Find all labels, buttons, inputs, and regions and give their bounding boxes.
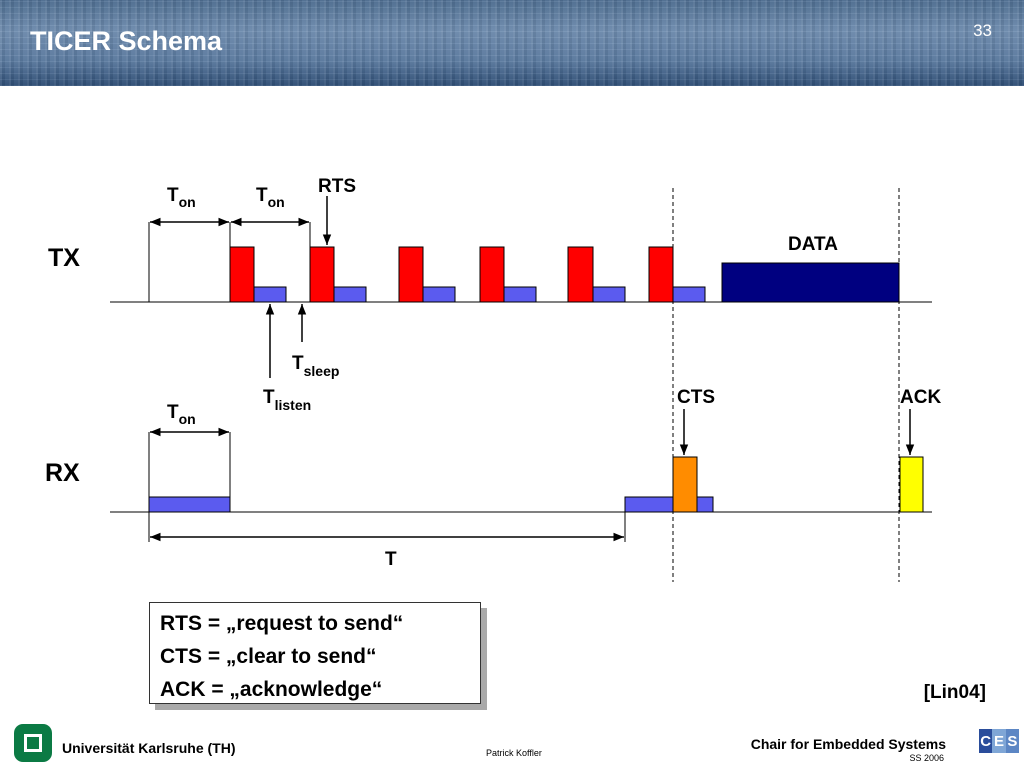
tx-listen-slot — [503, 286, 537, 303]
tx-rts-pulse — [567, 246, 594, 303]
chair-name: Chair for Embedded Systems — [750, 736, 946, 752]
ces-logo-letter: C — [979, 729, 993, 753]
tx-rts-pulse — [479, 246, 505, 303]
tx-listen-slot — [333, 286, 367, 303]
rx-ack-pulse — [899, 456, 924, 513]
slide-title: TICER Schema — [30, 26, 223, 56]
rx-pulse-train — [148, 456, 924, 513]
rx-label: RX — [45, 459, 80, 487]
tsleep-label: Tsleep — [292, 353, 339, 379]
ack-label: ACK — [900, 387, 941, 408]
tx-listen-slot — [253, 286, 287, 303]
period-label: T — [385, 549, 397, 570]
tx-rts-pulse — [398, 246, 424, 303]
ces-logo: C E S — [979, 729, 1019, 753]
legend-rts: RTS = „request to send“ — [160, 612, 404, 635]
tlisten-label: Tlisten — [263, 387, 311, 413]
rx-listen-slot — [148, 496, 231, 513]
tx-listen-slot — [592, 286, 626, 303]
legend-cts: CTS = „clear to send“ — [160, 645, 377, 668]
page-number: 33 — [973, 21, 992, 40]
ces-logo-letter: S — [1005, 729, 1019, 753]
ton-label-rx: Ton — [167, 402, 196, 427]
tx-listen-slot — [672, 286, 706, 303]
ton-label-2: Ton — [256, 185, 285, 210]
data-label: DATA — [788, 234, 838, 255]
tx-pulse-train — [229, 246, 900, 303]
tx-rts-pulse — [309, 246, 335, 303]
semester-term: SS 2006 — [909, 753, 944, 763]
rx-listen-slot — [624, 496, 714, 513]
university-name: Universität Karlsruhe (TH) — [62, 740, 236, 756]
legend-ack: ACK = „acknowledge“ — [160, 678, 383, 701]
banner-texture-overlay — [0, 0, 1024, 86]
tx-label: TX — [48, 244, 80, 272]
rts-label: RTS — [318, 176, 356, 197]
tx-rts-pulse — [229, 246, 255, 303]
banner-texture — [0, 0, 1024, 86]
abbreviation-legend: RTS = „request to send“ CTS = „clear to … — [149, 602, 481, 704]
ton-label-1: Ton — [167, 185, 196, 210]
tx-rts-pulse — [648, 246, 674, 303]
tx-listen-slot — [422, 286, 456, 303]
citation-reference: [Lin04] — [923, 682, 986, 703]
author-name: Patrick Koffler — [486, 748, 542, 758]
cts-label: CTS — [677, 387, 715, 408]
tx-data-block — [721, 262, 900, 303]
university-logo — [14, 724, 52, 762]
rx-cts-pulse — [672, 456, 698, 513]
ces-logo-letter: E — [992, 729, 1006, 753]
university-logo-mark — [24, 734, 42, 752]
title-banner: TICER Schema 33 — [0, 0, 1024, 86]
